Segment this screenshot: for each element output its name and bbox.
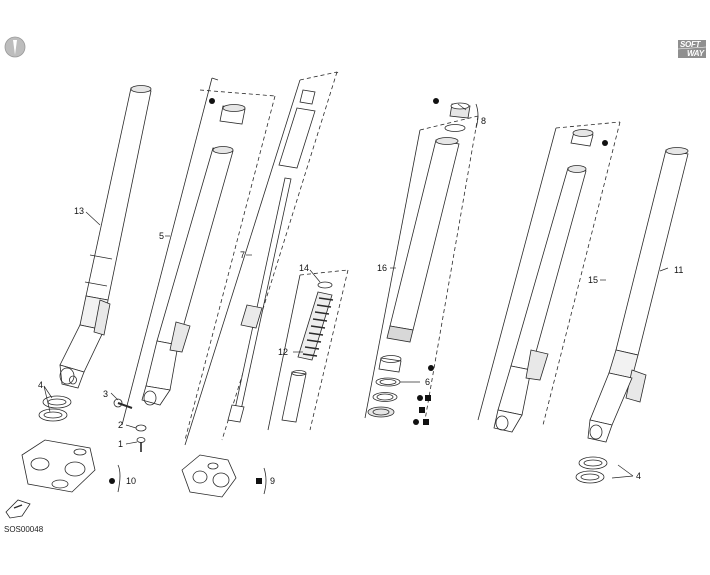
washer-2 [135,424,147,432]
page-marker-icon [4,36,26,58]
screw-3 [113,398,133,409]
label-9: 9 [270,476,276,486]
label-7: 7 [240,250,246,260]
fork-tube-16 [386,137,460,343]
label-6: 6 [425,377,431,387]
group-5-outline [121,77,276,441]
drawing-code: SOS00048 [4,525,44,534]
logo-shape-icon [677,40,707,58]
inner-tube-5 [141,104,246,406]
bracket-8 [475,103,479,129]
label-5: 5 [159,231,165,241]
bracket-9 [263,467,267,495]
spring-14 [297,281,334,361]
label-14: 14 [299,263,310,273]
label-13: 13 [74,206,85,216]
label-11: 11 [674,265,684,275]
screw-1 [136,437,146,452]
label-2: 2 [118,420,124,430]
label-10: 10 [126,476,137,486]
label-4-right: 4 [636,471,642,481]
label-8: 8 [481,116,487,126]
group-7-outline [184,71,339,446]
o-ring-pair-left-4 [38,395,72,422]
o-ring-pair-right-4 [575,456,608,484]
front-direction-icon [5,499,31,519]
axle-clamp-10 [21,439,96,493]
brand-logo: SOFT WAY [676,38,708,60]
damper-rod-7 [227,89,316,423]
leader-lines [43,103,669,479]
axle-clamp-9 [181,454,237,498]
legend-symbols [109,98,608,484]
top-cap-8 [444,102,471,132]
label-12: 12 [278,347,289,357]
label-1: 1 [118,439,124,449]
label-3: 3 [103,389,109,399]
group-12-14-outline [267,269,349,431]
inner-tube-15 [493,129,594,433]
label-16: 16 [377,263,388,273]
spacer-tube-12 [281,370,307,423]
fork-leg-11 [587,147,689,443]
bracket-10 [117,464,121,493]
brand-logo-line2: WAY [687,49,704,58]
label-15: 15 [588,275,599,285]
group-15-outline [477,121,621,426]
label-4-left: 4 [38,380,44,390]
brand-logo-line1: SOFT [680,40,701,49]
fork-leg-13 [59,85,152,389]
seal-stack-6 [367,355,402,418]
